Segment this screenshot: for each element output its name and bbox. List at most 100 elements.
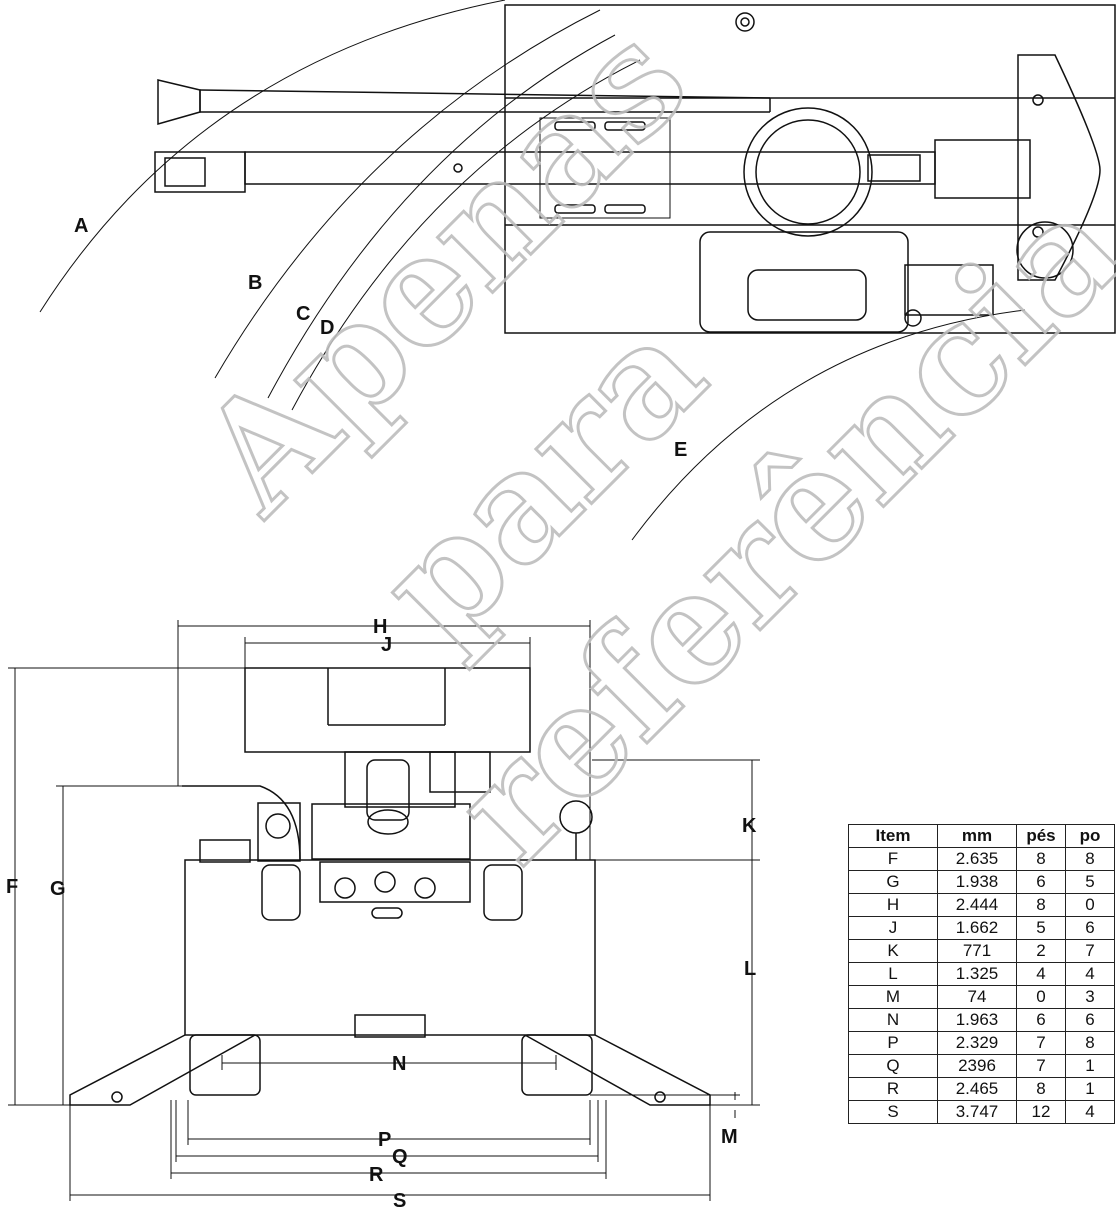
counterweight-plate [1017,54,1101,281]
table-cell: 3.747 [937,1100,1017,1124]
dim-label-j: J [381,634,392,656]
arc-b [214,9,601,379]
table-cell: N [848,1008,938,1032]
table-cell: J [848,916,938,940]
table-cell: 4 [1065,1100,1115,1124]
table-cell: K [848,939,938,963]
table-cell: G [848,870,938,894]
header-mm: mm [937,824,1017,848]
table-cell: 4 [1016,962,1066,986]
right-track [521,1034,593,1096]
dim-label-n: N [392,1053,406,1075]
table-cell: 7 [1016,1054,1066,1078]
turntable [743,107,873,237]
table-cell: 2.329 [937,1031,1017,1055]
table-cell: M [848,985,938,1009]
table-cell: 8 [1016,1077,1066,1101]
dim-label-f: F [6,876,18,898]
table-cell: 1.325 [937,962,1017,986]
table-cell: 6 [1065,916,1115,940]
dim-label-k: K [742,815,757,837]
label-c: C [296,303,310,325]
table-cell: 8 [1016,893,1066,917]
table-cell: 8 [1016,847,1066,871]
chassis-outline [504,4,1116,334]
table-cell: 1.938 [937,870,1017,894]
main-boom [154,139,1031,199]
left-track [189,1034,261,1096]
arc-d [291,59,641,411]
table-cell: 2.444 [937,893,1017,917]
table-cell: 2 [1016,939,1066,963]
table-cell: 2.465 [937,1077,1017,1101]
table-cell: 1.963 [937,1008,1017,1032]
table-cell: 6 [1065,1008,1115,1032]
dim-label-q: Q [392,1146,408,1168]
label-d: D [320,317,334,339]
top-plate [244,667,531,753]
table-cell: R [848,1077,938,1101]
table-cell: Q [848,1054,938,1078]
engine-block [311,803,471,860]
jib-arm [157,79,771,125]
chassis-body [184,859,596,1036]
table-cell: 1 [1065,1077,1115,1101]
table-cell: H [848,893,938,917]
table-cell: 6 [1016,1008,1066,1032]
table-cell: 0 [1065,893,1115,917]
table-cell: P [848,1031,938,1055]
table-cell: F [848,847,938,871]
table-cell: 1.662 [937,916,1017,940]
label-e: E [674,439,687,461]
table-cell: 8 [1065,1031,1115,1055]
table-cell: 6 [1016,870,1066,894]
table-cell: 5 [1065,870,1115,894]
table-cell: 74 [937,985,1017,1009]
dim-label-m: M [721,1126,738,1148]
header-po: po [1065,824,1115,848]
table-cell: 7 [1016,1031,1066,1055]
label-a: A [74,215,88,237]
dim-label-l: L [744,958,756,980]
dim-label-h: H [373,616,387,638]
table-cell: 7 [1065,939,1115,963]
dim-label-p: P [378,1129,391,1151]
table-cell: L [848,962,938,986]
table-cell: S [848,1100,938,1124]
table-cell: 8 [1065,847,1115,871]
table-cell: 771 [937,939,1017,963]
table-cell: 2396 [937,1054,1017,1078]
top-view: A B C D E [39,0,1116,541]
table-cell: 0 [1016,985,1066,1009]
watermark: Apenas para referência [163,0,1116,897]
table-cell: 12 [1016,1100,1066,1124]
arc-a [39,0,506,313]
dim-label-r: R [369,1164,384,1186]
table-header-row: Item mm pés po [848,824,1115,848]
front-view: H J F G K L M N P Q R S [6,616,760,1211]
label-b: B [248,272,262,294]
header-pes: pés [1016,824,1066,848]
arc-e [631,309,1026,541]
dim-label-s: S [393,1190,406,1211]
table-cell: 3 [1065,985,1115,1009]
table-cell: 1 [1065,1054,1115,1078]
table-cell: 4 [1065,962,1115,986]
table-cell: 2.635 [937,847,1017,871]
header-item: Item [848,824,938,848]
